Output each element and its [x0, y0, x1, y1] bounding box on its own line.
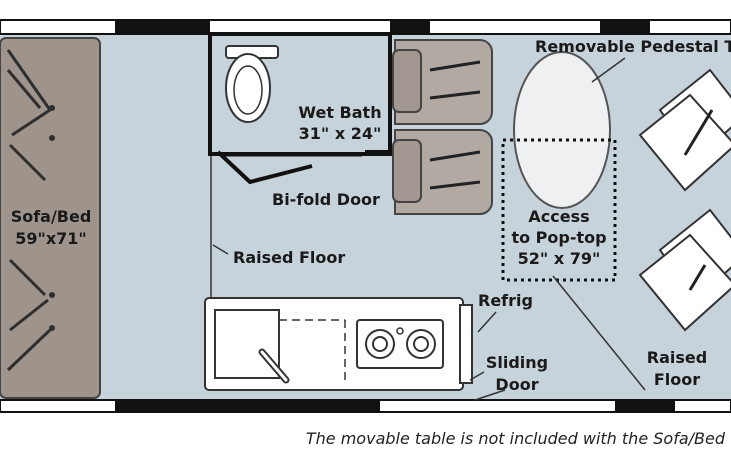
label-raised-floor-right: Raised	[647, 348, 707, 367]
front-seats	[392, 39, 493, 215]
wall-segment	[600, 20, 650, 34]
label-floor-right: Floor	[654, 370, 700, 389]
label-sliding: Sliding	[486, 353, 548, 372]
sofa-bed	[0, 37, 101, 399]
wall-segment	[115, 400, 380, 412]
label-raised-floor: Raised Floor	[233, 248, 345, 267]
label-wet-bath-size: 31" x 24"	[299, 124, 382, 143]
label-bifold-door: Bi-fold Door	[272, 190, 380, 209]
label-sofa-bed: Sofa/Bed	[11, 207, 92, 226]
wall-segment	[115, 20, 210, 34]
bifold-door	[216, 150, 313, 185]
label-refrig: Refrig	[478, 291, 533, 310]
wall-segment	[390, 20, 430, 34]
label-removable-table: Removable Pedestal Table	[535, 37, 731, 56]
label-door: Door	[495, 375, 538, 394]
label-pop-top-size: 52" x 79"	[518, 249, 601, 268]
label-pop-top: to Pop-top	[511, 228, 606, 247]
wet-bath	[208, 32, 392, 156]
label-access: Access	[528, 207, 589, 226]
wall-segment	[615, 400, 675, 412]
toilet-icon	[225, 53, 271, 123]
refrigerator	[459, 304, 473, 384]
leader-lines	[212, 57, 646, 401]
label-sofa-bed-size: 59"x71"	[15, 229, 87, 248]
rear-seats	[638, 68, 731, 332]
floorplan-diagram: Removable Pedestal Table Wet Bath 31" x …	[0, 19, 731, 413]
label-wet-bath: Wet Bath	[298, 103, 381, 122]
caption: The movable table is not included with t…	[305, 429, 725, 448]
kitchen-counter	[204, 297, 473, 391]
pop-top-access	[501, 138, 617, 282]
pedestal-table	[513, 51, 611, 209]
